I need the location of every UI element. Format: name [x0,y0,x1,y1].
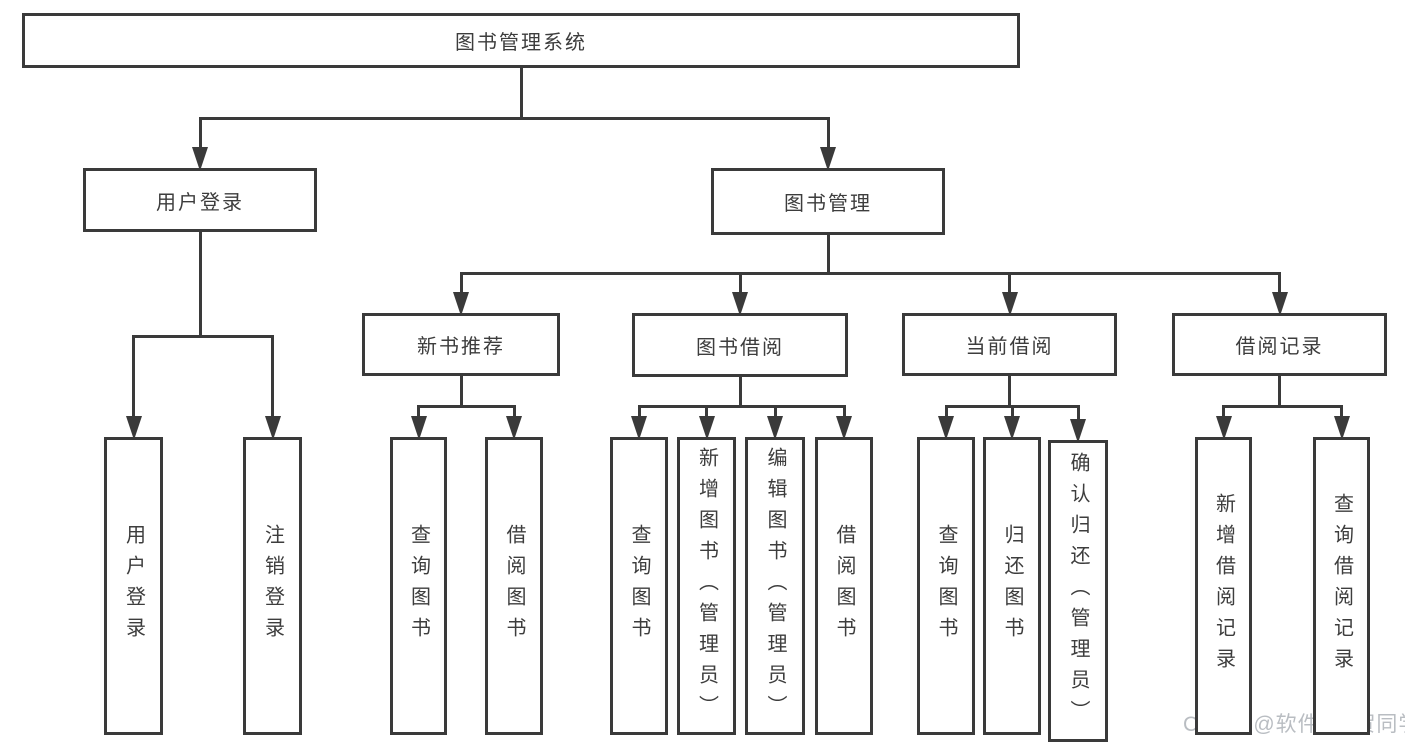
connector-line-book-mgmt [826,118,830,150]
arrowhead-br-add [1215,416,1232,440]
connector-stub-book-mgmt [826,233,830,273]
node-label-cb-confirm: 确认归还（管理员） [1067,451,1089,731]
connector-line-current-borrow [1008,273,1011,295]
connector-line-logout [271,336,274,419]
node-new-book-rec: 新书推荐 [362,313,560,376]
node-user-login-leaf: 用户登录 [104,437,163,735]
node-current-borrow: 当前借阅 [902,313,1117,376]
node-nb-query: 查询图书 [390,437,447,735]
node-bb-edit: 编辑图书（管理员） [745,437,805,735]
node-label-current-borrow: 当前借阅 [965,336,1054,358]
node-label-book-mgmt: 图书管理 [784,193,872,215]
connector-stub-root [519,66,523,118]
node-root: 图书管理系统 [22,13,1020,68]
node-label-book-borrow: 图书借阅 [696,336,784,359]
arrowhead-logout [264,416,281,440]
connector-line-bb-edit [773,406,777,419]
node-label-cb-query: 查询图书 [935,524,957,648]
arrowhead-br-query [1333,416,1350,440]
node-cb-confirm: 确认归还（管理员） [1048,440,1108,742]
node-borrow-records: 借阅记录 [1172,313,1387,376]
arrowhead-user-login-leaf [125,416,142,440]
node-user-login: 用户登录 [83,168,317,232]
connector-stub-user-login [198,230,202,336]
connector-stub-borrow-records [1278,374,1281,406]
arrowhead-new-book-rec [453,292,469,316]
connector-bar-book-mgmt [459,271,1281,275]
node-label-user-login-leaf: 用户登录 [122,524,145,648]
node-br-add: 新增借阅记录 [1195,437,1252,735]
node-bb-add: 新增图书（管理员） [677,437,736,735]
node-label-br-query: 查询借阅记录 [1330,493,1353,679]
connector-line-cb-query [944,406,948,419]
connector-line-borrow-records [1278,273,1281,295]
arrowhead-nb-borrow [506,416,522,440]
node-bb-borrow: 借阅图书 [815,437,873,735]
connector-bar-user-login [132,334,274,338]
node-label-bb-edit: 编辑图书（管理员） [764,446,786,726]
node-book-borrow: 图书借阅 [632,313,848,377]
arrowhead-book-borrow [732,292,748,316]
node-br-query: 查询借阅记录 [1313,437,1370,735]
node-label-nb-borrow: 借阅图书 [503,524,525,648]
node-label-bb-add: 新增图书（管理员） [695,446,718,726]
connector-line-book-borrow [738,273,742,295]
arrowhead-bb-query [631,416,647,440]
node-label-bb-borrow: 借阅图书 [833,524,855,648]
arrowhead-user-login [192,147,208,171]
connector-line-bb-add [705,406,708,419]
arrowhead-nb-query [410,416,427,440]
node-label-logout: 注销登录 [261,524,284,648]
connector-line-user-login-leaf [132,336,135,419]
arrowhead-current-borrow [1001,292,1018,316]
connector-bar-book-borrow [637,404,846,408]
arrowhead-bb-edit [767,416,783,440]
node-cb-query: 查询图书 [917,437,975,735]
node-label-bb-query: 查询图书 [628,524,650,648]
node-nb-borrow: 借阅图书 [485,437,543,735]
node-label-borrow-records: 借阅记录 [1235,336,1324,358]
node-label-cb-return: 归还图书 [1001,524,1023,648]
arrowhead-book-mgmt [820,147,836,171]
arrowhead-bb-borrow [836,416,852,440]
node-label-new-book-rec: 新书推荐 [417,336,505,358]
node-label-br-add: 新增借阅记录 [1212,493,1235,679]
connector-line-cb-confirm [1076,406,1080,422]
arrowhead-borrow-records [1271,292,1288,316]
node-book-mgmt: 图书管理 [711,168,945,235]
connector-stub-book-borrow [738,375,742,406]
node-label-root: 图书管理系统 [455,32,587,54]
arrowhead-cb-return [1004,416,1020,440]
connector-stub-current-borrow [1008,374,1011,406]
arrowhead-bb-add [698,416,715,440]
node-logout: 注销登录 [243,437,302,735]
connector-stub-new-book-rec [459,374,463,406]
connector-line-nb-query [417,406,420,419]
connector-line-cb-return [1010,406,1014,419]
connector-line-bb-borrow [842,406,846,419]
node-label-nb-query: 查询图书 [407,524,430,648]
connector-line-nb-borrow [512,406,516,419]
connector-line-br-query [1340,406,1343,419]
node-label-user-login: 用户登录 [156,191,244,214]
connector-line-br-add [1222,406,1225,419]
arrowhead-cb-query [938,416,954,440]
connector-line-new-book-rec [459,273,463,295]
connector-bar-borrow-records [1222,404,1343,408]
connector-line-bb-query [637,406,641,419]
arrowhead-cb-confirm [1070,419,1086,443]
connector-bar-new-book-rec [417,404,516,408]
connector-line-user-login [198,118,202,150]
node-cb-return: 归还图书 [983,437,1041,735]
node-bb-query: 查询图书 [610,437,668,735]
connector-bar-root [198,116,830,120]
